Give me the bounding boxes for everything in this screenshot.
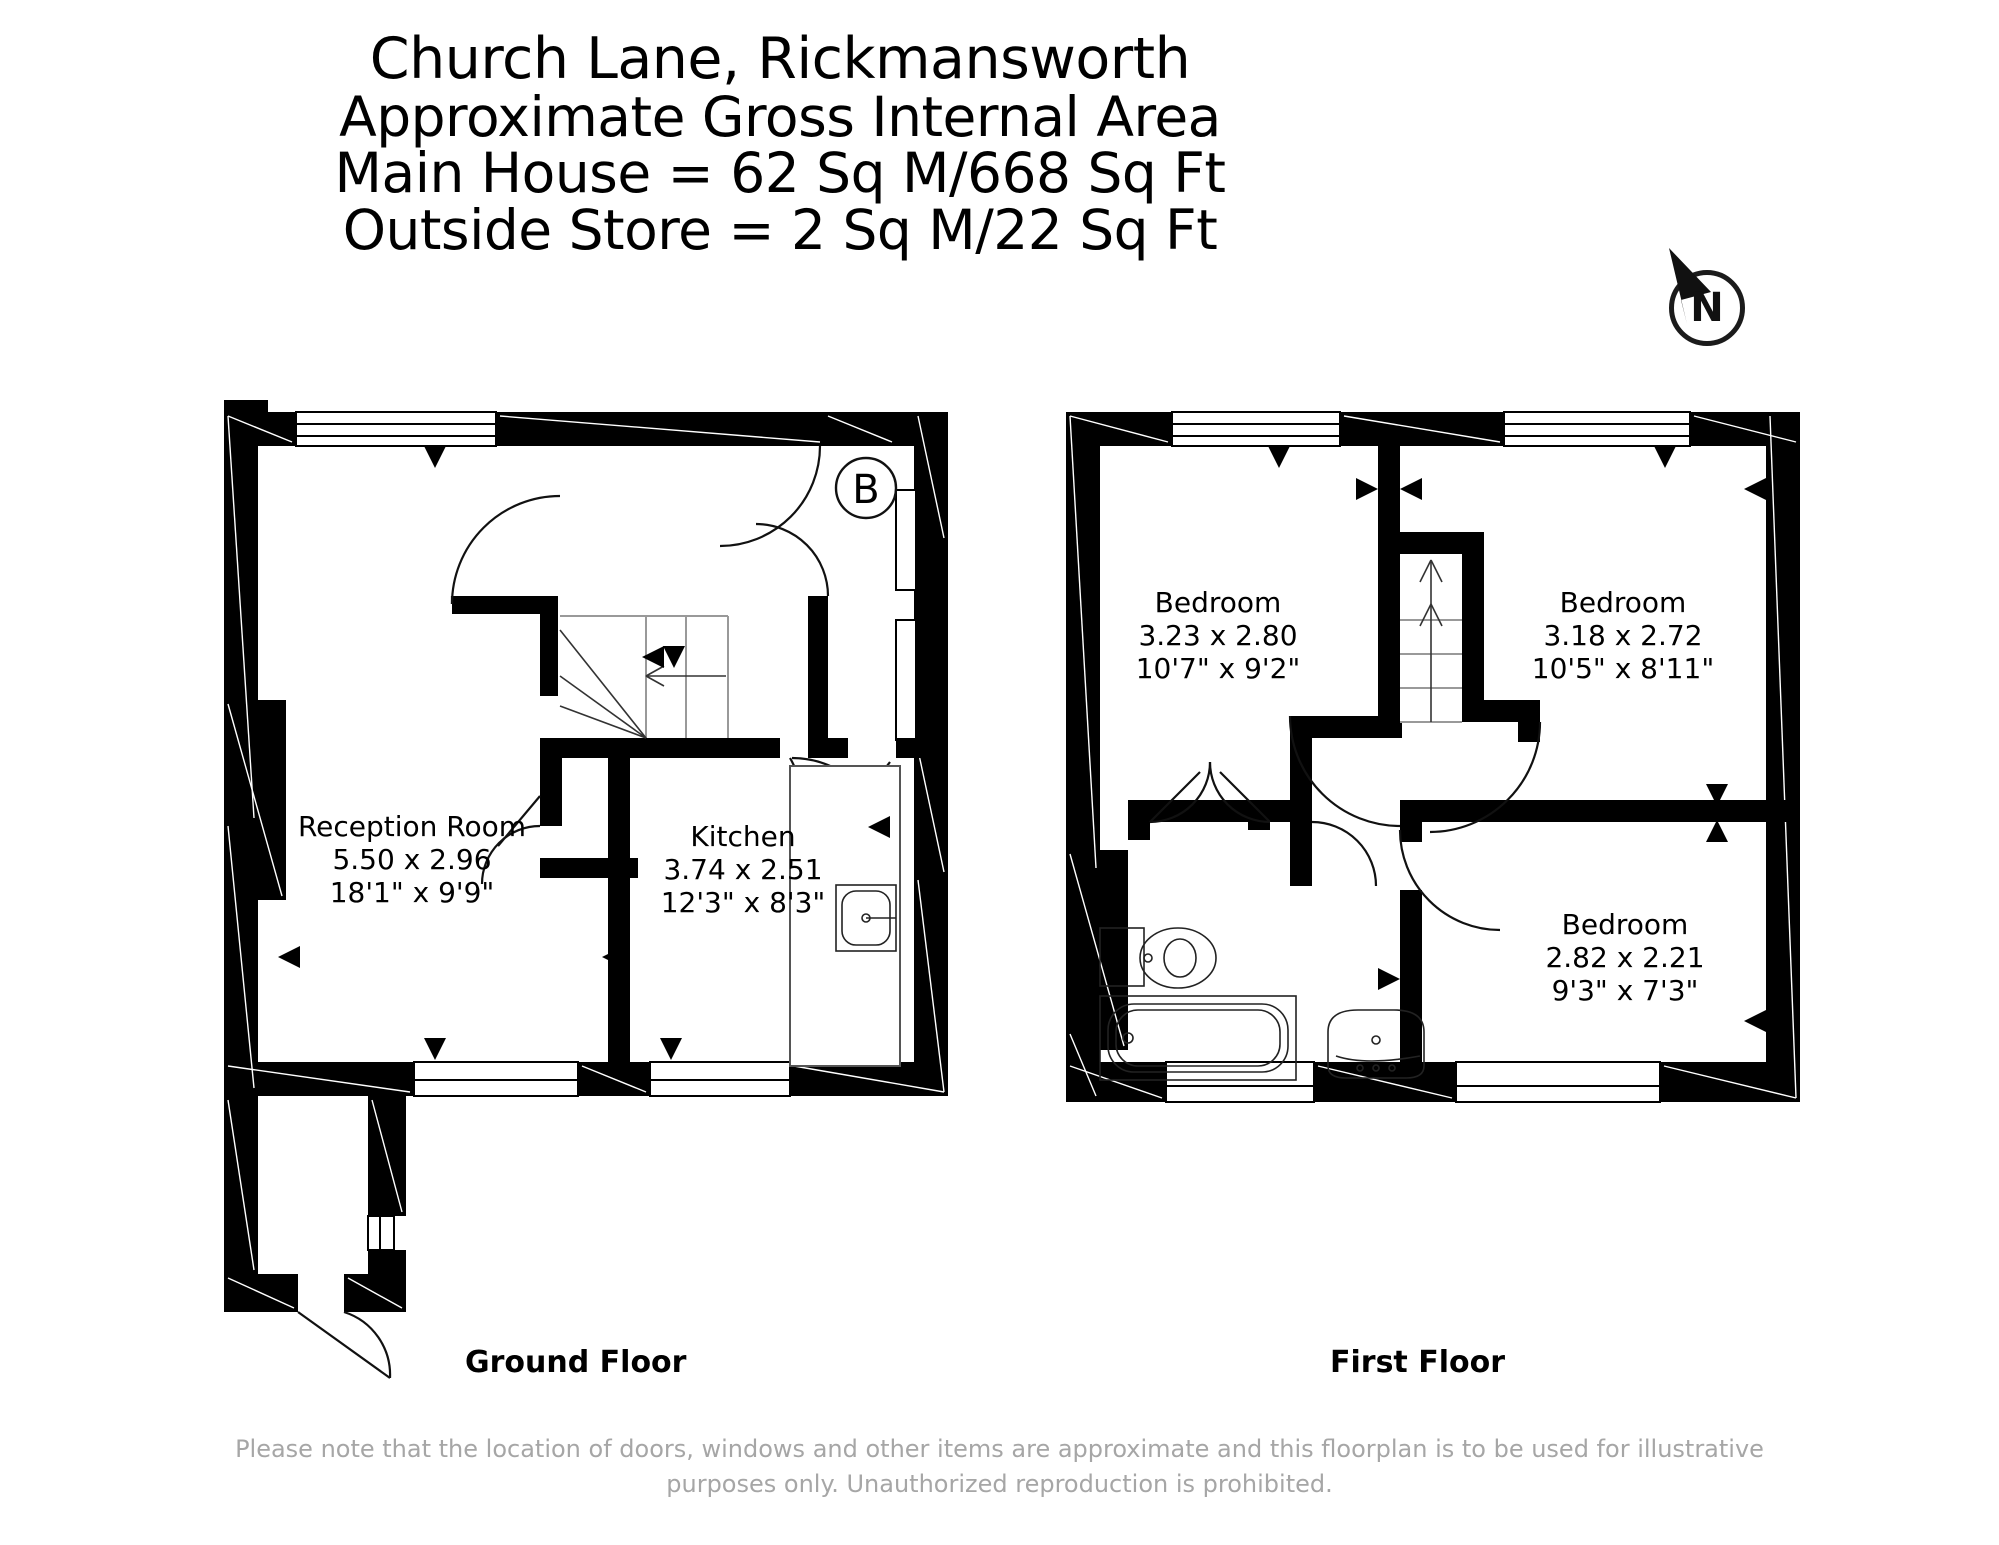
svg-text:B: B	[852, 467, 879, 513]
ground-interior-walls	[452, 596, 948, 1068]
room-imperial: 12'3" x 8'3"	[660, 886, 826, 920]
disclaimer-line-1: Please note that the location of doors, …	[235, 1435, 1764, 1463]
outside-store	[224, 1096, 406, 1379]
stairs-icon	[559, 612, 729, 739]
first-door-swings	[1149, 715, 1542, 932]
room-label-reception-room: Reception Room 5.50 x 2.96 18'1" x 9'9"	[262, 810, 562, 909]
first-interior-walls	[1128, 446, 1800, 1070]
bathtub-icon	[1099, 995, 1297, 1081]
room-label-bedroom-3: Bedroom 2.82 x 2.21 9'3" x 7'3"	[1510, 908, 1740, 1007]
ground-window-arrows	[278, 446, 890, 1060]
ground-floor-plan: B	[224, 400, 948, 1379]
room-name: Kitchen	[690, 820, 796, 853]
toilet-icon	[1099, 927, 1217, 989]
room-label-bedroom-2: Bedroom 3.18 x 2.72 10'5" x 8'11"	[1508, 586, 1738, 685]
disclaimer-footer: Please note that the location of doors, …	[0, 1432, 1999, 1502]
room-label-kitchen: Kitchen 3.74 x 2.51 12'3" x 8'3"	[638, 820, 848, 919]
boiler-marker: B	[834, 456, 898, 520]
room-name: Reception Room	[297, 810, 527, 843]
compass-north-icon: N	[1655, 248, 1765, 358]
room-name: Bedroom	[1561, 908, 1689, 941]
ground-wall-hatching	[227, 415, 945, 1093]
room-label-bedroom-1: Bedroom 3.23 x 2.80 10'7" x 9'2"	[1108, 586, 1328, 685]
header-block: Church Lane, Rickmansworth Approximate G…	[0, 30, 1560, 259]
room-imperial: 9'3" x 7'3"	[1551, 974, 1699, 1008]
compass-north-label: N	[1690, 285, 1724, 331]
room-imperial: 10'7" x 9'2"	[1135, 652, 1301, 686]
compass-needle-icon	[1669, 248, 1711, 324]
washbasin-icon	[1327, 1009, 1425, 1079]
first-floor-plan	[1066, 411, 1800, 1103]
outside-store-area: Outside Store = 2 Sq M/22 Sq Ft	[342, 197, 1218, 262]
page-title: Church Lane, Rickmansworth	[369, 26, 1191, 92]
room-name: Bedroom	[1154, 586, 1282, 619]
bathroom-fixtures	[1099, 927, 1425, 1081]
ground-exterior-walls	[224, 400, 948, 1097]
room-metric: 3.18 x 2.72	[1543, 619, 1703, 653]
room-name: Bedroom	[1559, 586, 1687, 619]
kitchen-worktop	[789, 765, 901, 1067]
first-window-arrows	[1078, 446, 1766, 1032]
header-subtitle: Approximate Gross Internal Area	[339, 84, 1221, 149]
room-metric: 5.50 x 2.96	[332, 843, 492, 877]
room-imperial: 10'5" x 8'11"	[1531, 652, 1715, 686]
sink-icon	[835, 884, 897, 952]
first-floor-label: First Floor	[1330, 1345, 1506, 1380]
room-metric: 2.82 x 2.21	[1545, 941, 1705, 975]
stairs-icon-first	[1400, 554, 1462, 723]
main-house-area: Main House = 62 Sq M/668 Sq Ft	[334, 141, 1226, 206]
ground-floor-label: Ground Floor	[465, 1345, 687, 1380]
first-wall-hatching	[1069, 415, 1797, 1099]
disclaimer-line-2: purposes only. Unauthorized reproduction…	[666, 1469, 1333, 1498]
room-metric: 3.74 x 2.51	[663, 853, 823, 887]
room-metric: 3.23 x 2.80	[1138, 619, 1298, 653]
room-imperial: 18'1" x 9'9"	[329, 876, 495, 910]
